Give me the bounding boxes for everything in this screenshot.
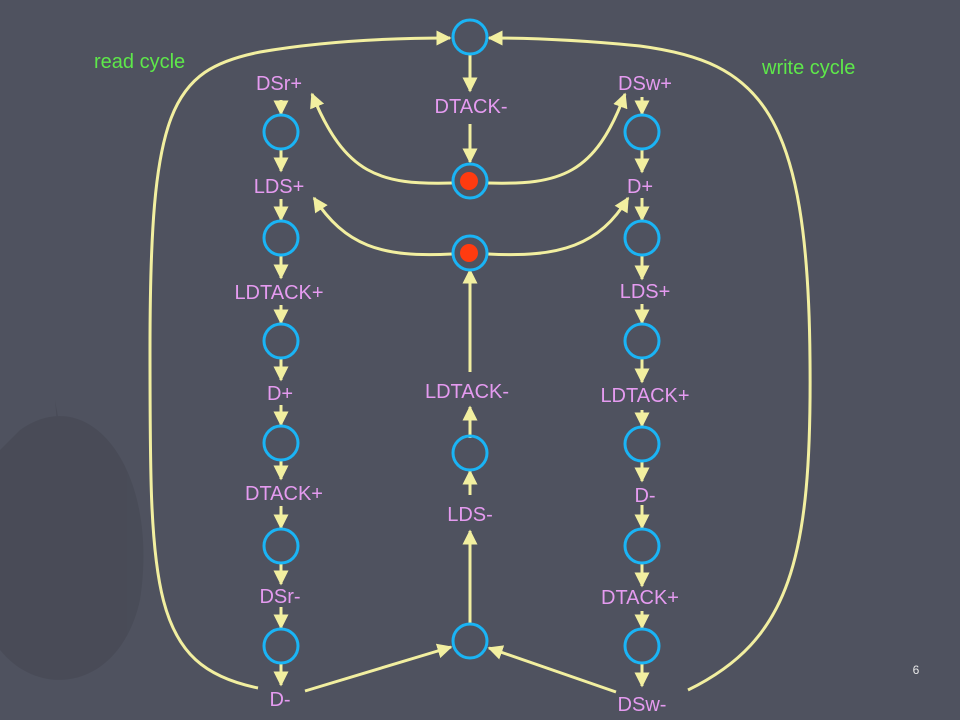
transition-read-lds-plus: LDS+ [254,176,305,198]
transition-ldtack-minus: LDTACK- [425,381,509,403]
place-read [262,219,300,257]
transition-dsr-plus: DSr+ [256,73,302,95]
read-cycle-label: read cycle [94,51,185,73]
place-write [623,627,661,665]
place-read [262,627,300,665]
token-marker [460,172,478,190]
places [262,18,661,665]
arcs [148,30,812,694]
place-top-center [451,18,489,56]
place-token-1 [451,162,489,200]
write-cycle-label: write cycle [761,57,855,79]
compass-watermark [0,400,144,680]
transition-write-lds-plus: LDS+ [620,281,671,303]
place-write [623,425,661,463]
place-center [451,434,489,472]
transition-write-d-plus: D+ [627,176,653,198]
transition-write-ldtack-plus: LDTACK+ [600,385,689,407]
place-write [623,322,661,360]
transition-read-ldtack-plus: LDTACK+ [234,282,323,304]
transition-read-d-minus: D- [269,689,290,711]
transition-dtack-minus: DTACK- [435,96,508,118]
place-write [623,527,661,565]
page-number: 6 [913,663,920,677]
place-token-2 [451,234,489,272]
labels: read cycle write cycle DSr+ LDS+ LDTACK+… [94,51,920,716]
transition-write-dtack-plus: DTACK+ [601,587,679,609]
place-read [262,527,300,565]
transition-lds-minus: LDS- [447,504,493,526]
place-read [262,322,300,360]
place-bottom-center [451,622,489,660]
transition-read-dtack-plus: DTACK+ [245,483,323,505]
transition-write-d-minus: D- [634,485,655,507]
token-marker [460,244,478,262]
transition-dsw-minus: DSw- [618,694,667,716]
transition-dsr-minus: DSr- [259,586,300,608]
place-read [262,113,300,151]
transition-dsw-plus: DSw+ [618,73,672,95]
place-read [262,424,300,462]
transition-read-d-plus: D+ [267,383,293,405]
place-write [623,219,661,257]
place-write [623,113,661,151]
